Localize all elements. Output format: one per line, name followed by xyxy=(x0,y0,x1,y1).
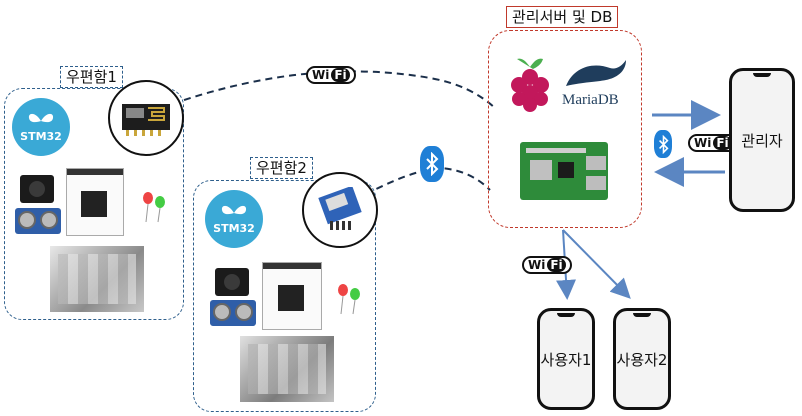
mariadb-text: MariaDB xyxy=(562,92,619,108)
push-button-component xyxy=(20,175,54,203)
mailbox1-group xyxy=(4,88,184,320)
mailbox-photo xyxy=(240,336,334,402)
user1-phone: 사용자1 xyxy=(537,308,595,410)
nucleo-board-component xyxy=(66,168,124,236)
user2-phone: 사용자2 xyxy=(613,308,671,410)
esp8266-module-icon xyxy=(122,104,170,136)
user1-label: 사용자1 xyxy=(540,350,592,369)
bluetooth-icon xyxy=(420,146,444,182)
admin-phone: 관리자 xyxy=(729,68,795,212)
stm32-logo: STM32 xyxy=(205,190,263,248)
seal-icon xyxy=(566,60,626,86)
wifi-wi-text: Wi xyxy=(528,258,546,272)
ultrasonic-sensor-component xyxy=(15,208,61,234)
wifi-link-line xyxy=(149,70,496,113)
user2-label: 사용자2 xyxy=(616,350,668,369)
raspberry-pi-logo-icon xyxy=(511,58,549,112)
stm32-text: STM32 xyxy=(20,129,62,143)
phone-notch xyxy=(557,313,575,317)
bluetooth-link-line xyxy=(354,166,491,201)
ultrasonic-sensor-component xyxy=(210,300,256,326)
led-components xyxy=(143,192,165,223)
bluetooth-icon xyxy=(654,130,672,158)
butterfly-icon xyxy=(28,113,54,122)
hc06-module-icon xyxy=(318,187,362,230)
push-button-component xyxy=(215,268,249,296)
stm32-logo: STM32 xyxy=(12,98,70,156)
nucleo-board-component xyxy=(262,262,322,330)
mailbox2-group xyxy=(193,180,376,412)
phone-notch xyxy=(753,73,771,77)
raspberry-pi-board xyxy=(520,142,608,200)
mailbox1-label: 우편함1 xyxy=(60,66,123,88)
mariadb-logo: MariaDB xyxy=(560,56,636,116)
stm32-text: STM32 xyxy=(213,221,255,235)
wifi-fi-text: Fi xyxy=(331,68,350,82)
server-group xyxy=(488,30,642,228)
led-components xyxy=(338,284,360,315)
wifi-module-circle xyxy=(108,80,184,156)
wifi-wi-text: Wi xyxy=(312,68,330,82)
server-label: 관리서버 및 DB xyxy=(506,6,619,28)
mailbox-photo xyxy=(50,246,144,312)
admin-label: 관리자 xyxy=(741,131,783,150)
butterfly-icon xyxy=(221,205,247,214)
wifi-fi-text: Fi xyxy=(547,258,566,272)
arrow-server-to-user2 xyxy=(562,229,631,299)
wifi-wi-text: Wi xyxy=(694,136,712,150)
phone-notch xyxy=(633,313,651,317)
bluetooth-module-circle xyxy=(302,172,378,248)
wifi-fi-text: Fi xyxy=(713,136,732,150)
mailbox2-label: 우편함2 xyxy=(250,157,313,179)
